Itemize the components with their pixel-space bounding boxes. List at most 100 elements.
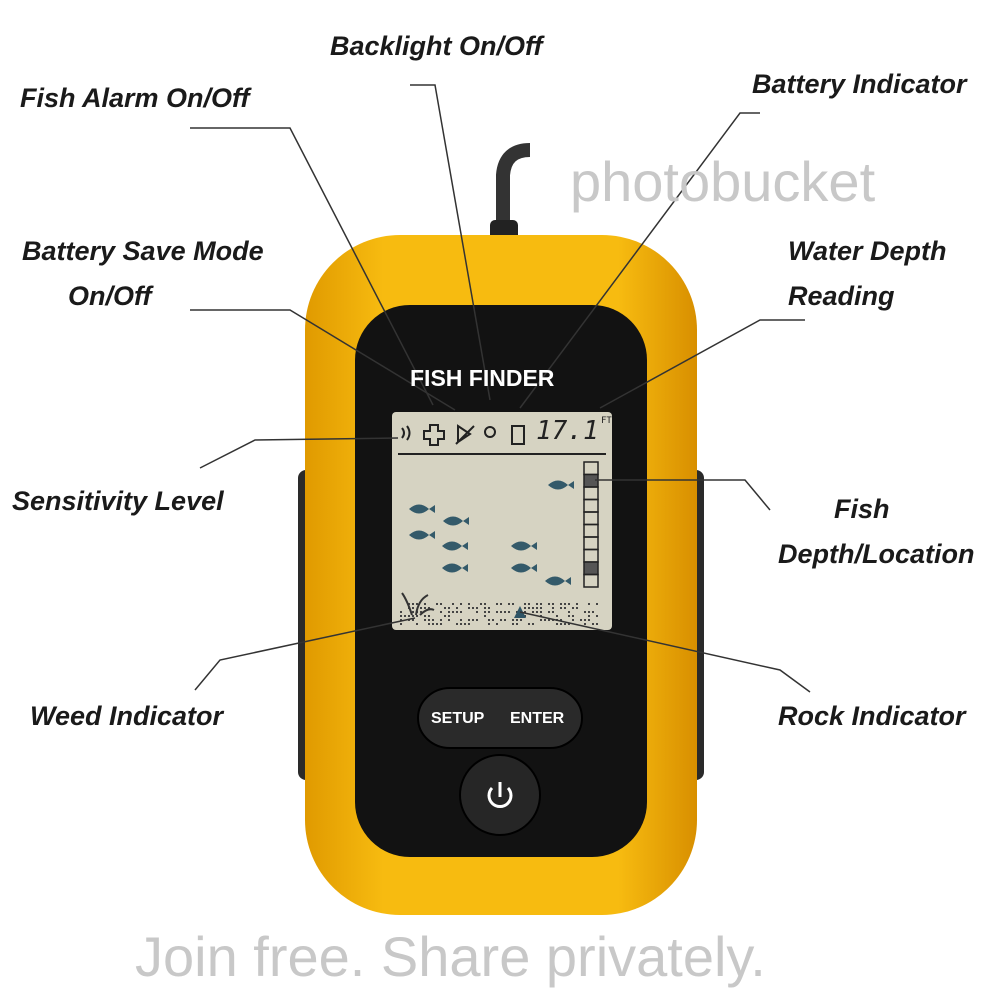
scale-cell <box>583 561 599 576</box>
seabed-dot <box>528 603 530 605</box>
seabed-dot <box>532 623 534 625</box>
fish-symbol <box>442 563 468 573</box>
seabed-dot <box>484 615 486 617</box>
seabed-dot <box>556 623 558 625</box>
callout-battery-indicator: Battery Indicator <box>752 69 967 99</box>
callout-weed: Weed Indicator <box>30 701 224 731</box>
seabed-dot <box>496 611 498 613</box>
seabed-dot <box>452 611 454 613</box>
seabed-dot <box>408 603 410 605</box>
seabed-dot <box>468 603 470 605</box>
watermark-logo: photobucket <box>570 150 876 213</box>
seabed-dot <box>476 607 478 609</box>
seabed-dot <box>572 607 574 609</box>
setup-enter-button[interactable] <box>417 687 583 749</box>
brand-label: FISH FINDER <box>410 365 555 391</box>
fish-symbol <box>443 516 469 526</box>
seabed-dot <box>524 611 526 613</box>
seabed-dot <box>584 623 586 625</box>
seabed-dot <box>460 623 462 625</box>
leader-backlight <box>410 84 491 401</box>
seabed-dot <box>456 607 458 609</box>
seabed-dot <box>500 611 502 613</box>
seabed-dot <box>456 623 458 625</box>
callout-fish-depth-2: Depth/Location <box>778 539 975 569</box>
seabed-dot <box>424 619 426 621</box>
seabed-dot <box>452 603 454 605</box>
seabed-dot <box>504 619 506 621</box>
seabed-dot <box>428 615 430 617</box>
seabed-dot <box>508 603 510 605</box>
weed-symbol <box>401 592 435 616</box>
seabed-dot <box>428 607 430 609</box>
fish-symbol <box>409 504 435 514</box>
seabed-dot <box>568 603 570 605</box>
seabed-dot <box>488 607 490 609</box>
seabed-dot <box>420 607 422 609</box>
seabed-dot <box>460 611 462 613</box>
seabed-dot <box>420 611 422 613</box>
seabed-dot <box>400 615 402 617</box>
callout-sensitivity: Sensitivity Level <box>12 486 224 516</box>
seabed-dot <box>468 623 470 625</box>
fish-symbol <box>442 541 468 551</box>
seabed-dot <box>400 611 402 613</box>
seabed-dot <box>560 619 562 621</box>
seabed-dot <box>412 607 414 609</box>
seabed-dot <box>492 619 494 621</box>
seabed-dot <box>596 615 598 617</box>
lcd-status-icons <box>401 424 525 446</box>
seabed-dot <box>524 603 526 605</box>
seabed-dot <box>516 623 518 625</box>
depth-unit: FT <box>601 416 612 426</box>
leader-battery-save <box>190 309 456 411</box>
lcd-screen <box>392 412 612 630</box>
seabed-dot <box>548 611 550 613</box>
seabed-dot <box>440 619 442 621</box>
seabed-dot <box>428 619 430 621</box>
seabed-dot <box>544 619 546 621</box>
fish-symbol <box>409 530 435 540</box>
seabed-dot <box>540 619 542 621</box>
seabed-dot <box>512 603 514 605</box>
seabed-dot <box>552 607 554 609</box>
seabed-dot <box>592 611 594 613</box>
seabed-dot <box>484 607 486 609</box>
seabed-dot <box>528 623 530 625</box>
seabed-dot <box>472 607 474 609</box>
seabed-dot <box>444 607 446 609</box>
seabed-dot <box>416 615 418 617</box>
seabed-dot <box>504 611 506 613</box>
leader-battery <box>519 112 760 409</box>
scale-cell <box>583 573 599 588</box>
seabed-dot <box>476 611 478 613</box>
seabed-dot <box>560 623 562 625</box>
seabed-dot <box>416 623 418 625</box>
seabed-dot <box>560 607 562 609</box>
callout-water-depth-2: Reading <box>788 281 895 311</box>
seabed-dot <box>440 623 442 625</box>
backlight-icon <box>484 426 496 438</box>
seabed-dot <box>428 623 430 625</box>
seabed-dot <box>412 615 414 617</box>
enter-button-label[interactable]: ENTER <box>510 710 565 727</box>
seabed-dot <box>416 603 418 605</box>
seabed-dot <box>568 623 570 625</box>
seabed-dot <box>536 607 538 609</box>
seabed-dot <box>588 615 590 617</box>
power-icon <box>487 782 513 808</box>
seabed-dot <box>580 619 582 621</box>
seabed-dot <box>404 615 406 617</box>
seabed-dot <box>584 611 586 613</box>
seabed-dot <box>596 603 598 605</box>
seabed-dot <box>456 611 458 613</box>
seabed-dot <box>576 607 578 609</box>
seabed-dot <box>588 611 590 613</box>
seabed-dot <box>448 619 450 621</box>
seabed-dot <box>436 603 438 605</box>
seabed-dot <box>448 615 450 617</box>
setup-button-label[interactable]: SETUP <box>431 710 485 727</box>
callout-fish-depth-1: Fish <box>834 494 890 524</box>
leader-lines <box>190 84 811 693</box>
